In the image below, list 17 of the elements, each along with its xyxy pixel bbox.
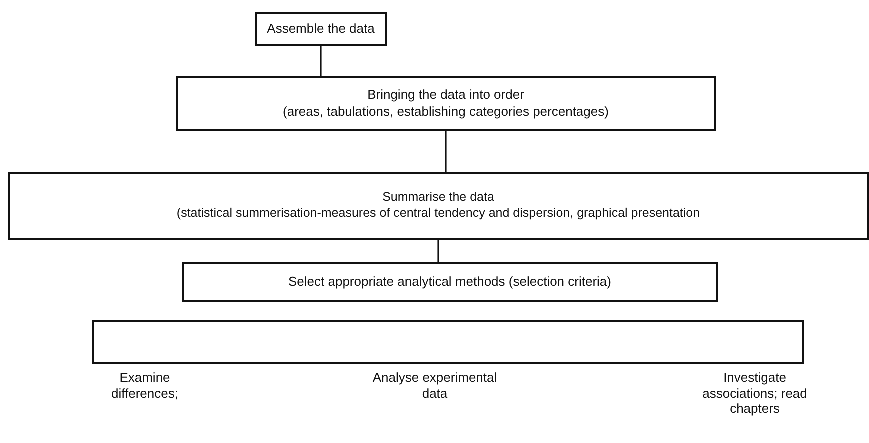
- connector-line: [320, 46, 322, 76]
- box-heading: Select appropriate analytical methods (selection criteria): [288, 274, 612, 290]
- box-heading: Assemble the data: [267, 20, 375, 38]
- empty-box: [92, 320, 804, 364]
- connector-line: [438, 240, 440, 262]
- outcome-label: Analyse experimental data: [372, 370, 498, 402]
- process-box: [176, 76, 716, 131]
- process-box: [8, 172, 869, 240]
- box-detail: (areas, tabulations, establishing categories percentages): [283, 104, 609, 120]
- box-detail: (statistical summerisation-measures of central tendency and dispersion, graphical presentation: [176, 206, 700, 222]
- outcome-label: Examine differences;: [110, 370, 180, 402]
- box-heading: Bringing the data into order: [368, 87, 524, 104]
- outcome-label: Investigate associations; read chapters: [702, 370, 808, 417]
- process-box: [182, 262, 718, 302]
- connector-line: [445, 131, 447, 172]
- box-heading: Summarise the data: [382, 190, 494, 206]
- process-box: [255, 12, 387, 46]
